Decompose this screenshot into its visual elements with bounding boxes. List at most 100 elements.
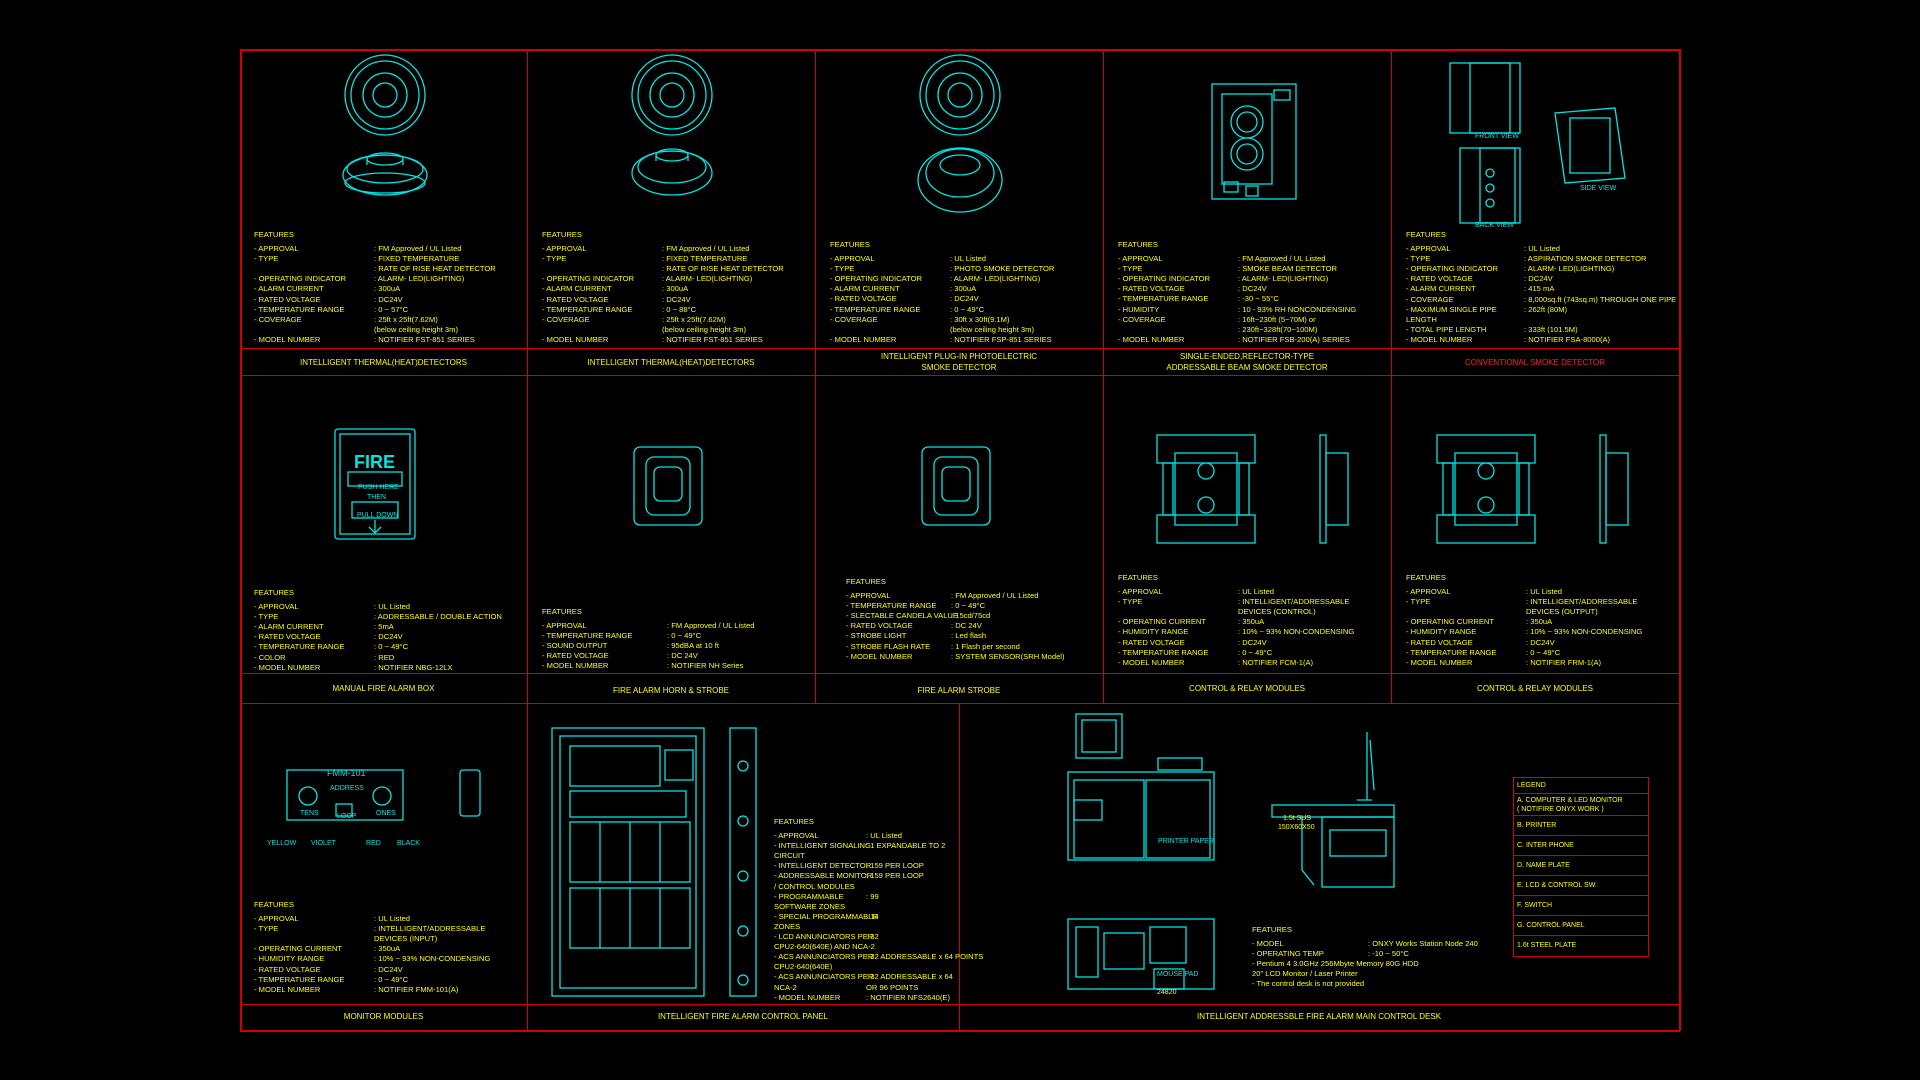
row1-bottom (240, 375, 1680, 376)
feature-value: DEVICES (CONTROL) (1238, 607, 1316, 617)
feature-value: : INTELLIGENT/ADDRESSABLE (1238, 597, 1350, 607)
features-block-p9: FEATURES- APPROVAL: UL Listed- TYPE: INT… (1118, 573, 1354, 668)
feature-row: - STROBE FLASH RATE: 1 Flash per second (846, 642, 1065, 652)
feature-key: - APPROVAL (774, 831, 819, 841)
feature-row: - RATED VOLTAGE: DC24V (254, 965, 490, 975)
feature-row: - COVERAGE: 30ft x 30ft(9.1M) (830, 315, 1054, 325)
feature-value: : 95dBA at 10 ft (667, 641, 719, 651)
feature-row: DEVICES (INPUT) (254, 934, 490, 944)
feature-key (254, 325, 374, 335)
feature-key: - MODEL NUMBER (254, 662, 321, 672)
control-desk-plan-drawing (1067, 918, 1215, 990)
feature-value: : 1 Flash per second (951, 641, 1020, 651)
feature-key: - RATED VOLTAGE (1406, 637, 1473, 647)
feature-value: : PHOTO SMOKE DETECTOR (950, 264, 1055, 274)
feature-row: - ADDRESSABLE MONITOR: 159 PER LOOP (774, 871, 983, 881)
feature-value: : ALARM- LED(LIGHTING) (374, 274, 465, 284)
feature-row: - MODEL: ONXY Works Station Node 240 (1252, 939, 1478, 949)
feature-key: - Pentium 4 3.0GHz 256Mbyte Memory 80G H… (1252, 959, 1419, 969)
feature-row: - STROBE LIGHT: Led flash (846, 631, 1065, 641)
feature-key: - TEMPERATURE RANGE (830, 304, 921, 314)
feature-row: - MODEL NUMBER: NOTIFIER FSB-200(A) SERI… (1118, 335, 1356, 345)
photo-smoke-detector-drawing (917, 54, 1003, 213)
legend-item: D. NAME PLATE (1514, 856, 1648, 876)
feature-value: : RATE OF RISE HEAT DETECTOR (662, 264, 784, 274)
feature-key: - MODEL NUMBER (1118, 657, 1185, 667)
feature-value: : 300uA (374, 284, 401, 294)
feature-row: (below ceiling height 3m) (542, 325, 784, 335)
feature-key (542, 264, 662, 274)
feature-row: / CONTROL MODULES (774, 882, 983, 892)
feature-key: - APPROVAL (254, 244, 299, 254)
feature-value: : UL Listed (1526, 587, 1563, 597)
feature-row: - OPERATING INDICATOR: ALARM- LED(LIGHTI… (830, 274, 1054, 284)
feature-row: - OPERATING CURRENT: 350uA (254, 944, 490, 954)
feature-row: - COLOR: RED (254, 653, 502, 663)
feature-row: - ACS ANNUNCIATORS PER: 32 ADDRESSABLE x… (774, 952, 983, 962)
feature-value: : UL Listed (866, 831, 903, 841)
feature-key: - TYPE (1118, 597, 1143, 607)
feature-key: - RATED VOLTAGE (254, 632, 321, 642)
feature-row: - OPERATING INDICATOR: ALARM- LED(LIGHTI… (1406, 264, 1676, 274)
panel-caption-p2: INTELLIGENT THERMAL(HEAT)DETECTORS (587, 358, 755, 367)
row2-caption-line (240, 673, 1680, 674)
feature-key: - TYPE (830, 264, 855, 274)
feature-value: : NOTIFIER NH Series (667, 661, 744, 671)
feature-value: : 10% ~ 93% NON-CONDENSING (374, 954, 491, 964)
feature-key: - APPROVAL (254, 914, 299, 924)
control-desk-front-drawing (1067, 713, 1215, 861)
panel-caption-p13: INTELLIGENT ADDRESSBLE FIRE ALARM MAIN C… (1196, 1012, 1442, 1021)
feature-value: : NOTIFIER FRM-1(A) (1526, 657, 1602, 667)
monitor-module-drawing (286, 769, 481, 821)
feature-row: - MODEL NUMBER: NOTIFIER FMM-101(A) (254, 985, 490, 995)
feature-row: 20" LCD Monitor / Laser Printer (1252, 969, 1478, 979)
feature-key: - TEMPERATURE RANGE (846, 601, 937, 611)
feature-value: : UL Listed (374, 914, 411, 924)
feature-key: - COVERAGE (254, 314, 302, 324)
feature-row: - INTELLIGENT SIGNALING: 1 EXPANDABLE TO… (774, 841, 983, 851)
feature-key: CIRCUIT (774, 851, 805, 861)
feature-row: - OPERATING INDICATOR: ALARM- LED(LIGHTI… (1118, 274, 1356, 284)
mouse-pad-label: MOUSE PAD (1157, 971, 1199, 978)
feature-key: - SPECIAL PROGRAMMABLE (774, 911, 878, 921)
features-heading: FEATURES (254, 900, 294, 909)
feature-row: - OPERATING TEMP: -10 ~ 50°C (1252, 949, 1478, 959)
ones-label: ONES (376, 810, 396, 817)
feature-key: - COVERAGE (542, 314, 590, 324)
feature-value: : -30 ~ 55°C (1238, 294, 1279, 304)
control-desk-side-drawing (1271, 732, 1395, 888)
feature-key: - TYPE (1406, 254, 1431, 264)
feature-key: 20" LCD Monitor / Laser Printer (1252, 969, 1358, 979)
feature-row: - ALARM CURRENT: 415 mA (1406, 284, 1676, 294)
panel-caption-p9: CONTROL & RELAY MODULES (1189, 684, 1305, 693)
feature-value: : NOTIFIER NBG-12LX (374, 662, 453, 672)
feature-key: - The control desk is not provided (1252, 979, 1365, 989)
feature-value: : NOTIFIER FST-851 SERIES (374, 334, 475, 344)
panel-caption-p7: FIRE ALARM HORN & STROBE (612, 686, 730, 695)
tens-label: TENS (300, 810, 319, 817)
feature-key: - APPROVAL (542, 244, 587, 254)
feature-row: - SOUND OUTPUT: 95dBA at 10 ft (542, 641, 755, 651)
feature-row: - APPROVAL : UL Listed (774, 831, 983, 841)
features-heading: FEATURES (542, 607, 582, 616)
feature-key: NCA-2 (774, 982, 797, 992)
feature-row: SOFTWARE ZONES (774, 902, 983, 912)
feature-value: : 0 ~ 49°C (374, 974, 409, 984)
feature-value: : Led flash (951, 631, 987, 641)
feature-key: - MODEL NUMBER (1118, 334, 1185, 344)
feature-key: - MODEL (1252, 939, 1284, 949)
col1 (527, 49, 528, 1031)
feature-key: - TYPE (542, 254, 567, 264)
features-block-p5: FEATURES- APPROVAL: UL Listed- TYPE: ASP… (1406, 230, 1676, 345)
feature-row: - ALARM CURRENT: 5mA (254, 622, 502, 632)
feature-key (1118, 607, 1238, 617)
features-heading: FEATURES (1118, 240, 1158, 249)
feature-value: : UL Listed (374, 602, 411, 612)
feature-row: - APPROVAL: UL Listed (1118, 587, 1354, 597)
feature-key: - TEMPERATURE RANGE (254, 974, 345, 984)
feature-key: - OPERATING INDICATOR (254, 274, 346, 284)
feature-value: : RED (374, 652, 395, 662)
feature-row: - COVERAGE: 25ft x 25ft(7.62M) (542, 315, 784, 325)
row1-caption-line (240, 348, 1680, 349)
